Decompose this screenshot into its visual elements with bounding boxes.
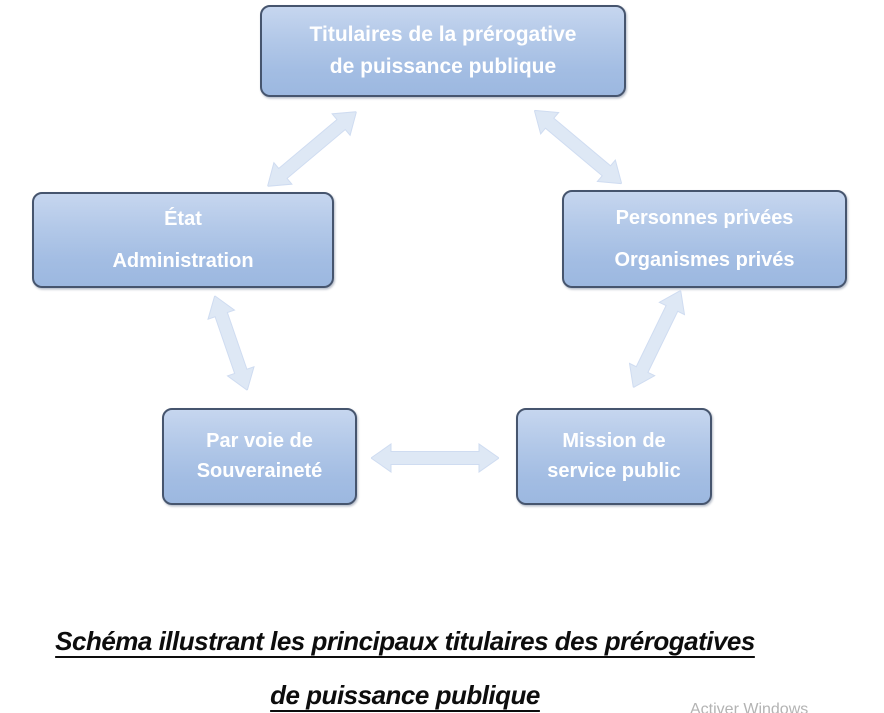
- double-arrow-icon: [258, 100, 366, 198]
- caption-text: Schéma illustrant les principaux titulai…: [55, 626, 755, 656]
- node-text-line: Mission de: [562, 430, 666, 452]
- node-text-line: Organismes privés: [614, 248, 795, 271]
- node-text-line: de puissance publique: [329, 55, 557, 78]
- node-text-line: Souveraineté: [196, 460, 323, 482]
- node-text-line: Par voie de: [206, 430, 313, 452]
- caption-text: de puissance publique: [270, 680, 540, 710]
- node-text-line: Titulaires de la prérogative: [309, 22, 577, 46]
- double-arrow-icon: [370, 443, 500, 473]
- node-text-line: Administration: [112, 249, 254, 272]
- node-etat-administration: État Administration: [32, 192, 334, 288]
- double-arrow-icon: [620, 284, 694, 394]
- node-par-voie-de-souverainete: Par voie de Souveraineté: [162, 408, 357, 505]
- caption-line-1: Schéma illustrant les principaux titulai…: [0, 626, 810, 657]
- node-mission-service-public: Mission de service public: [516, 408, 712, 505]
- activate-windows-watermark: Activer Windows: [690, 701, 809, 713]
- double-arrow-icon: [525, 99, 632, 195]
- caption-line-2: de puissance publique: [0, 680, 810, 711]
- double-arrow-icon: [201, 291, 262, 395]
- node-titulaires-prerogative: Titulaires de la prérogative de puissanc…: [260, 5, 626, 97]
- node-text-line: Personnes privées: [615, 206, 794, 229]
- node-text-line: État: [164, 207, 202, 230]
- node-personnes-privees: Personnes privées Organismes privés: [562, 190, 847, 288]
- node-text-line: service public: [547, 460, 681, 482]
